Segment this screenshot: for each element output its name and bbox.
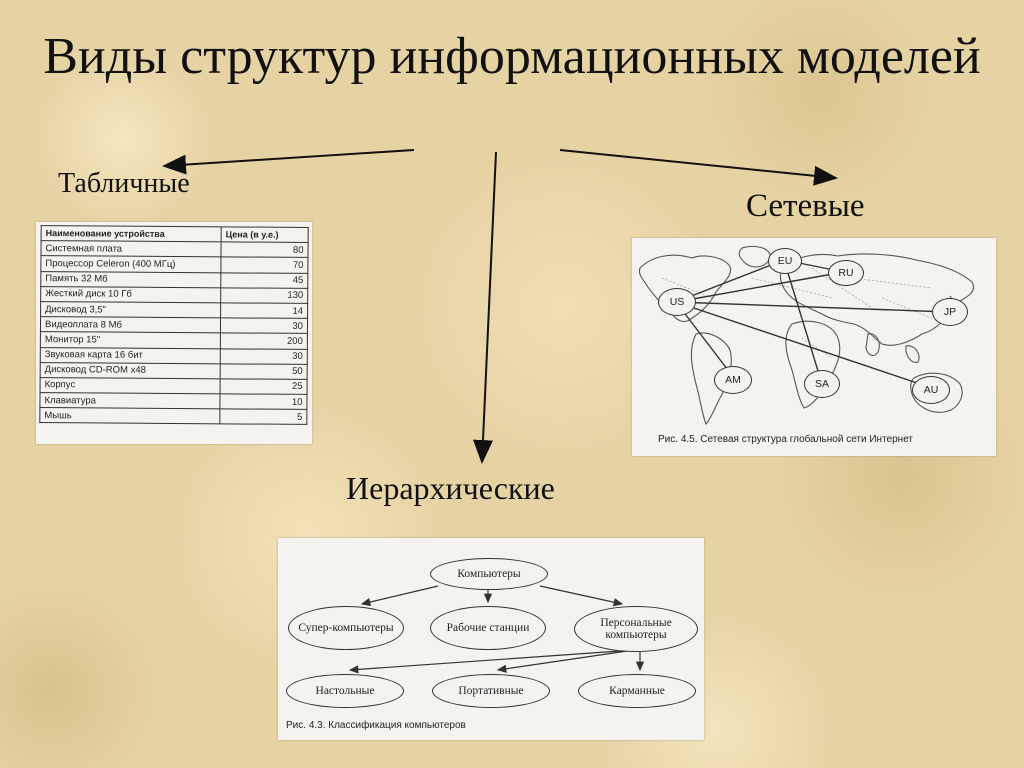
label-network: Сетевые [746,188,865,224]
hierarchy-node-desktop: Настольные [286,674,404,708]
price-cell: 10 [219,393,308,410]
device-name-cell: Дисковод CD-ROM х48 [40,362,221,379]
arrow-to-hierarchy [473,151,497,464]
price-cell: 70 [220,257,308,273]
device-name-cell: Жесткий диск 10 Гб [40,286,221,303]
network-node-jp: JP [932,298,968,326]
hierarchy-node-personal: Персональные компьютеры [574,606,698,652]
hierarchy-node-workstations: Рабочие станции [430,606,546,650]
hierarchy-node-supercomputers: Супер-компьютеры [288,606,404,650]
network-node-us: US [658,288,696,316]
column-header-price: Цена (в у.е.) [221,226,309,243]
device-name-cell: Память 32 Мб [40,271,221,288]
network-node-eu: EU [768,248,802,274]
price-cell: 30 [220,317,308,334]
label-hierarchical: Иерархические [346,470,555,506]
column-header-device: Наименование устройства [41,225,222,243]
device-name-cell: Монитор 15" [40,331,221,349]
price-cell: 200 [220,333,308,349]
price-cell: 80 [220,242,309,258]
device-name-cell: Мышь [39,407,220,425]
price-cell: 5 [219,409,307,425]
price-cell: 14 [220,302,308,319]
device-name-cell: Клавиатура [39,392,221,410]
price-cell: 45 [220,272,308,289]
device-name-cell: Корпус [40,377,221,394]
slide-title: Виды структур информационных моделей [43,28,981,85]
table-figure: Наименование устройства Цена (в у.е.) Си… [36,222,312,444]
network-caption: Рис. 4.5. Сетевая структура глобальной с… [658,434,913,445]
device-name-cell: Видеоплата 8 Мб [40,316,221,334]
price-cell: 25 [220,378,308,395]
arrow-to-network [559,149,838,186]
network-figure: EU RU US JP AM SA AU Рис. 4.5. Сетевая с… [632,238,996,456]
hierarchy-caption: Рис. 4.3. Классификация компьютеров [286,720,466,731]
hierarchy-node-handheld: Карманные [578,674,696,708]
device-name-cell: Звуковая карта 16 бит [40,347,221,364]
price-cell: 30 [220,348,308,365]
price-cell: 130 [220,287,308,304]
world-map [638,245,974,425]
device-name-cell: Процессор Celeron (400 МГц) [40,255,221,273]
arrow-to-table [162,149,415,175]
hierarchy-node-laptop: Портативные [432,674,550,708]
hierarchy-figure: Компьютеры Супер-компьютеры Рабочие стан… [278,538,704,740]
hierarchy-node-root: Компьютеры [430,558,548,590]
hierarchy-edges [348,585,645,674]
price-table: Наименование устройства Цена (в у.е.) Си… [39,225,309,425]
device-name-cell: Дисковод 3,5" [40,301,221,318]
network-node-au: AU [912,376,950,404]
network-node-sa: SA [804,370,840,398]
label-tabular: Табличные [58,168,190,199]
network-node-am: AM [714,366,752,394]
price-cell: 50 [220,363,308,380]
network-node-ru: RU [828,260,864,286]
device-name-cell: Системная плата [40,240,222,258]
